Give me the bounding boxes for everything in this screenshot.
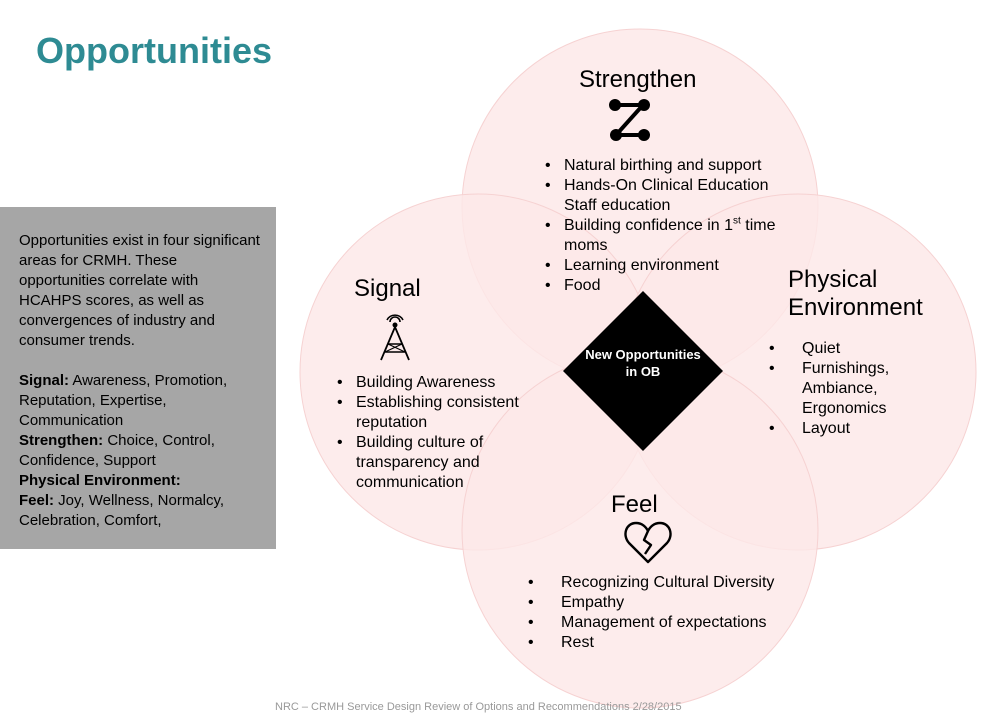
list-item: Empathy: [528, 593, 818, 613]
center-label: New Opportunities in OB: [585, 347, 701, 379]
summary-feel: Feel: Joy, Wellness, Normalcy, Celebrati…: [19, 492, 225, 529]
list-item: Recognizing Cultural Diversity: [528, 573, 818, 593]
center-diamond: [563, 291, 723, 451]
signal-heading: Signal: [354, 275, 421, 302]
list-item: Building Awareness: [337, 373, 522, 393]
list-item: Establishing consistent reputation: [337, 393, 522, 433]
summary-strengthen: Strengthen: Choice, Control, Confidence,…: [19, 432, 215, 469]
list-item: Furnishings, Ambiance, Ergonomics: [769, 359, 899, 419]
list-item: Building confidence in 1st time moms: [545, 216, 795, 256]
list-item: Management of expectations: [528, 613, 818, 633]
summary-box: Opportunities exist in four significant …: [0, 207, 276, 549]
summary-intro: Opportunities exist in four significant …: [19, 232, 260, 349]
physical-environment-list: Quiet Furnishings, Ambiance, Ergonomics …: [769, 339, 899, 439]
list-item: Natural birthing and support: [545, 156, 795, 176]
connected-nodes-icon: [609, 99, 650, 141]
broadcast-tower-icon: [380, 314, 410, 361]
page-title: Opportunities: [36, 30, 272, 71]
list-item: Learning environment: [545, 256, 795, 276]
list-item: Building culture of transparency and com…: [337, 433, 522, 493]
strengthen-heading: Strengthen: [579, 66, 697, 93]
broken-heart-icon: [624, 521, 672, 564]
summary-signal: Signal: Awareness, Promotion, Reputation…: [19, 372, 228, 429]
list-item: Food: [545, 276, 795, 296]
list-item: Quiet: [769, 339, 899, 359]
feel-heading: Feel: [611, 491, 658, 518]
physical-environment-heading: Physical Environment: [788, 266, 923, 321]
footer-text: NRC – CRMH Service Design Review of Opti…: [275, 701, 682, 713]
feel-list: Recognizing Cultural Diversity Empathy M…: [528, 573, 818, 653]
signal-list: Building Awareness Establishing consiste…: [337, 373, 522, 493]
list-item: Rest: [528, 633, 818, 653]
list-item: Hands-On Clinical Education Staff educat…: [545, 176, 795, 216]
summary-physical: Physical Environment:: [19, 472, 181, 489]
strengthen-list: Natural birthing and support Hands-On Cl…: [545, 156, 795, 296]
list-item: Layout: [769, 419, 899, 439]
